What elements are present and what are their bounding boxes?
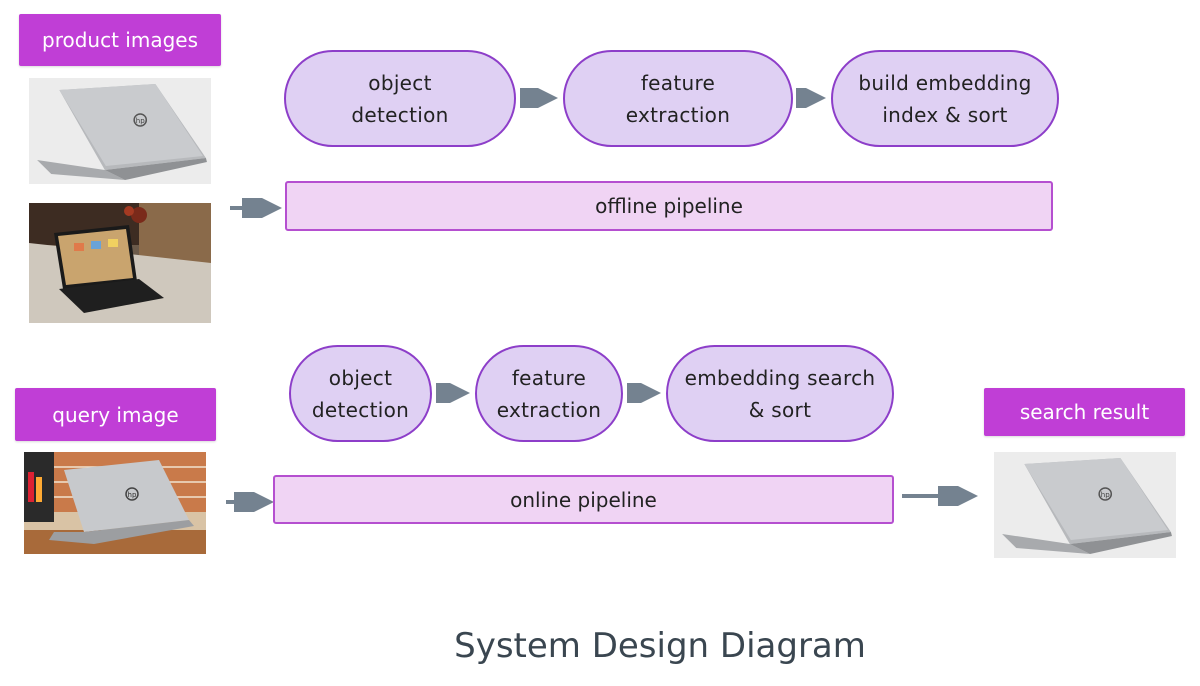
query-image-tag: query image xyxy=(15,388,216,441)
offline-object-detection-step: object detection xyxy=(284,50,516,147)
offline-pipeline-label: offline pipeline xyxy=(595,194,743,218)
online-pipeline-bar: online pipeline xyxy=(273,475,894,524)
search-result-tag: search result xyxy=(984,388,1185,436)
online-pipeline-label: online pipeline xyxy=(510,487,657,512)
build-embedding-index-step: build embedding index & sort xyxy=(831,50,1059,147)
offline-step2-to-step3-arrow xyxy=(796,88,826,108)
offline-object-detection-label: object detection xyxy=(351,70,449,127)
query-image-label: query image xyxy=(52,402,179,427)
online-step2-to-step3-arrow xyxy=(627,383,661,403)
online-object-detection-label: object detection xyxy=(311,365,410,422)
result-laptop-photo xyxy=(994,452,1176,558)
online-step1-to-step2-arrow xyxy=(436,383,470,403)
build-embedding-index-label: build embedding index & sort xyxy=(858,70,1032,127)
offline-step1-to-step2-arrow xyxy=(520,88,558,108)
diagram-caption: System Design Diagram xyxy=(454,626,866,666)
offline-feature-extraction-step: feature extraction xyxy=(563,50,793,147)
offline-pipeline-bar: offline pipeline xyxy=(285,181,1053,231)
online-feature-extraction-step: feature extraction xyxy=(475,345,623,442)
search-result-label: search result xyxy=(1019,400,1150,424)
product-tablet-photo xyxy=(29,203,211,323)
embedding-search-label: embedding search & sort xyxy=(684,365,876,422)
online-to-result-arrow xyxy=(902,486,978,506)
query-laptop-photo xyxy=(24,452,206,554)
product-laptop-photo xyxy=(29,78,211,184)
online-object-detection-step: object detection xyxy=(289,345,432,442)
online-feature-extraction-label: feature extraction xyxy=(496,365,602,422)
images-to-offline-arrow xyxy=(230,198,282,218)
offline-feature-extraction-label: feature extraction xyxy=(625,70,731,127)
query-to-online-arrow xyxy=(226,492,274,512)
product-images-tag: product images xyxy=(19,14,221,66)
embedding-search-step: embedding search & sort xyxy=(666,345,894,442)
product-images-label: product images xyxy=(42,28,198,52)
